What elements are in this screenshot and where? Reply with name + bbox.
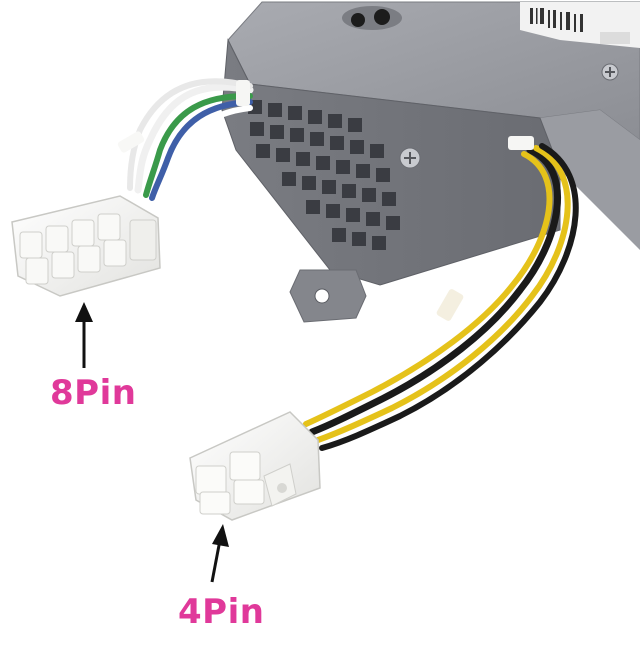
vent-grid <box>248 100 400 250</box>
connector-4pin <box>189 411 321 521</box>
barcode-sticker <box>520 2 640 48</box>
screw-top <box>601 63 619 81</box>
label-4pin: 4Pin <box>178 592 265 632</box>
arrow-8pin <box>75 302 93 368</box>
cable-tie-left <box>117 131 145 153</box>
label-8pin: 8Pin <box>50 373 137 413</box>
led-hole-right <box>374 9 390 25</box>
arrow-4pin <box>210 524 229 583</box>
mounting-hole <box>314 288 330 304</box>
wire-bundle-8pin <box>127 78 254 205</box>
led-window <box>342 6 402 30</box>
psu-right-face <box>540 110 640 250</box>
led-hole-left <box>351 13 365 27</box>
connector-8pin <box>11 195 161 297</box>
cable-tie-right <box>436 289 464 321</box>
screw-front <box>399 147 421 169</box>
psu-front-face <box>221 38 561 286</box>
wire-bundle-4pin <box>303 143 579 451</box>
cable-tie-psu-right <box>508 136 534 150</box>
cable-tie-psu-left <box>236 80 250 106</box>
